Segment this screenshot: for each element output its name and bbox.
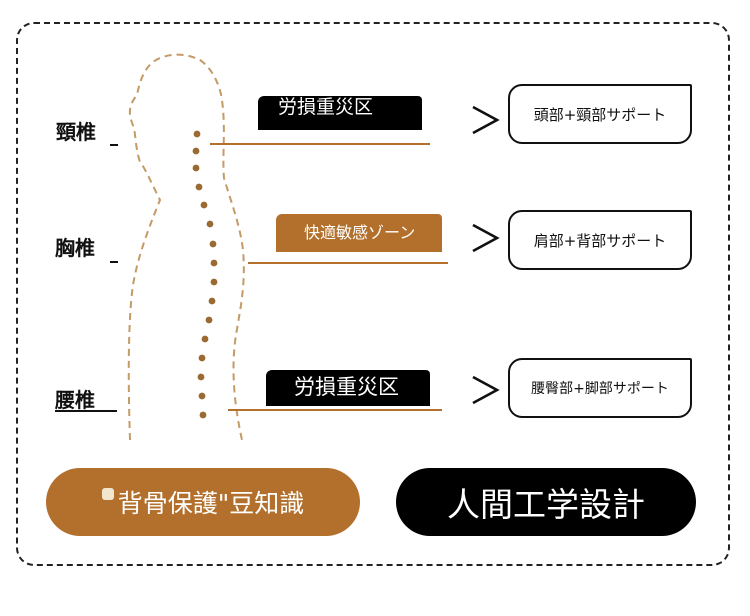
tick-cervical — [110, 144, 118, 146]
knowledge-button-label: 背骨保護"豆知識 — [117, 489, 305, 518]
arrow-right-icon — [472, 223, 500, 253]
zone-badge-lumbar: 労損重災区 — [266, 370, 430, 406]
underline-lumbar — [55, 410, 117, 412]
zone-line-thoracic — [248, 262, 448, 264]
tick-thoracic — [110, 261, 118, 263]
knowledge-button[interactable]: 背骨保護"豆知識 — [46, 468, 360, 536]
zone-line-cervical — [210, 143, 430, 145]
design-button[interactable]: 人間工学設計 — [396, 468, 696, 536]
spine-dots — [192, 130, 218, 419]
outer-frame — [16, 22, 730, 566]
body-outline — [127, 53, 245, 441]
label-lumbar: 腰椎 — [55, 388, 95, 412]
design-button-label: 人間工学設計 — [447, 485, 645, 524]
label-thoracic: 胸椎 — [55, 236, 95, 260]
support-box-lumbar: 腰臀部+脚部サポート — [508, 358, 692, 418]
support-box-cervical: 頭部+頸部サポート — [508, 84, 692, 144]
label-cervical: 頸椎 — [56, 120, 96, 144]
zone-badge-thoracic: 快適敏感ゾーン — [276, 214, 442, 252]
zone-line-lumbar — [228, 409, 442, 411]
arrow-right-icon — [472, 105, 500, 135]
support-box-thoracic: 肩部+背部サポート — [508, 210, 692, 270]
bulb-icon — [101, 488, 114, 500]
zone-badge-cervical: 労損重災区 — [258, 96, 422, 130]
arrow-right-icon — [472, 375, 500, 405]
